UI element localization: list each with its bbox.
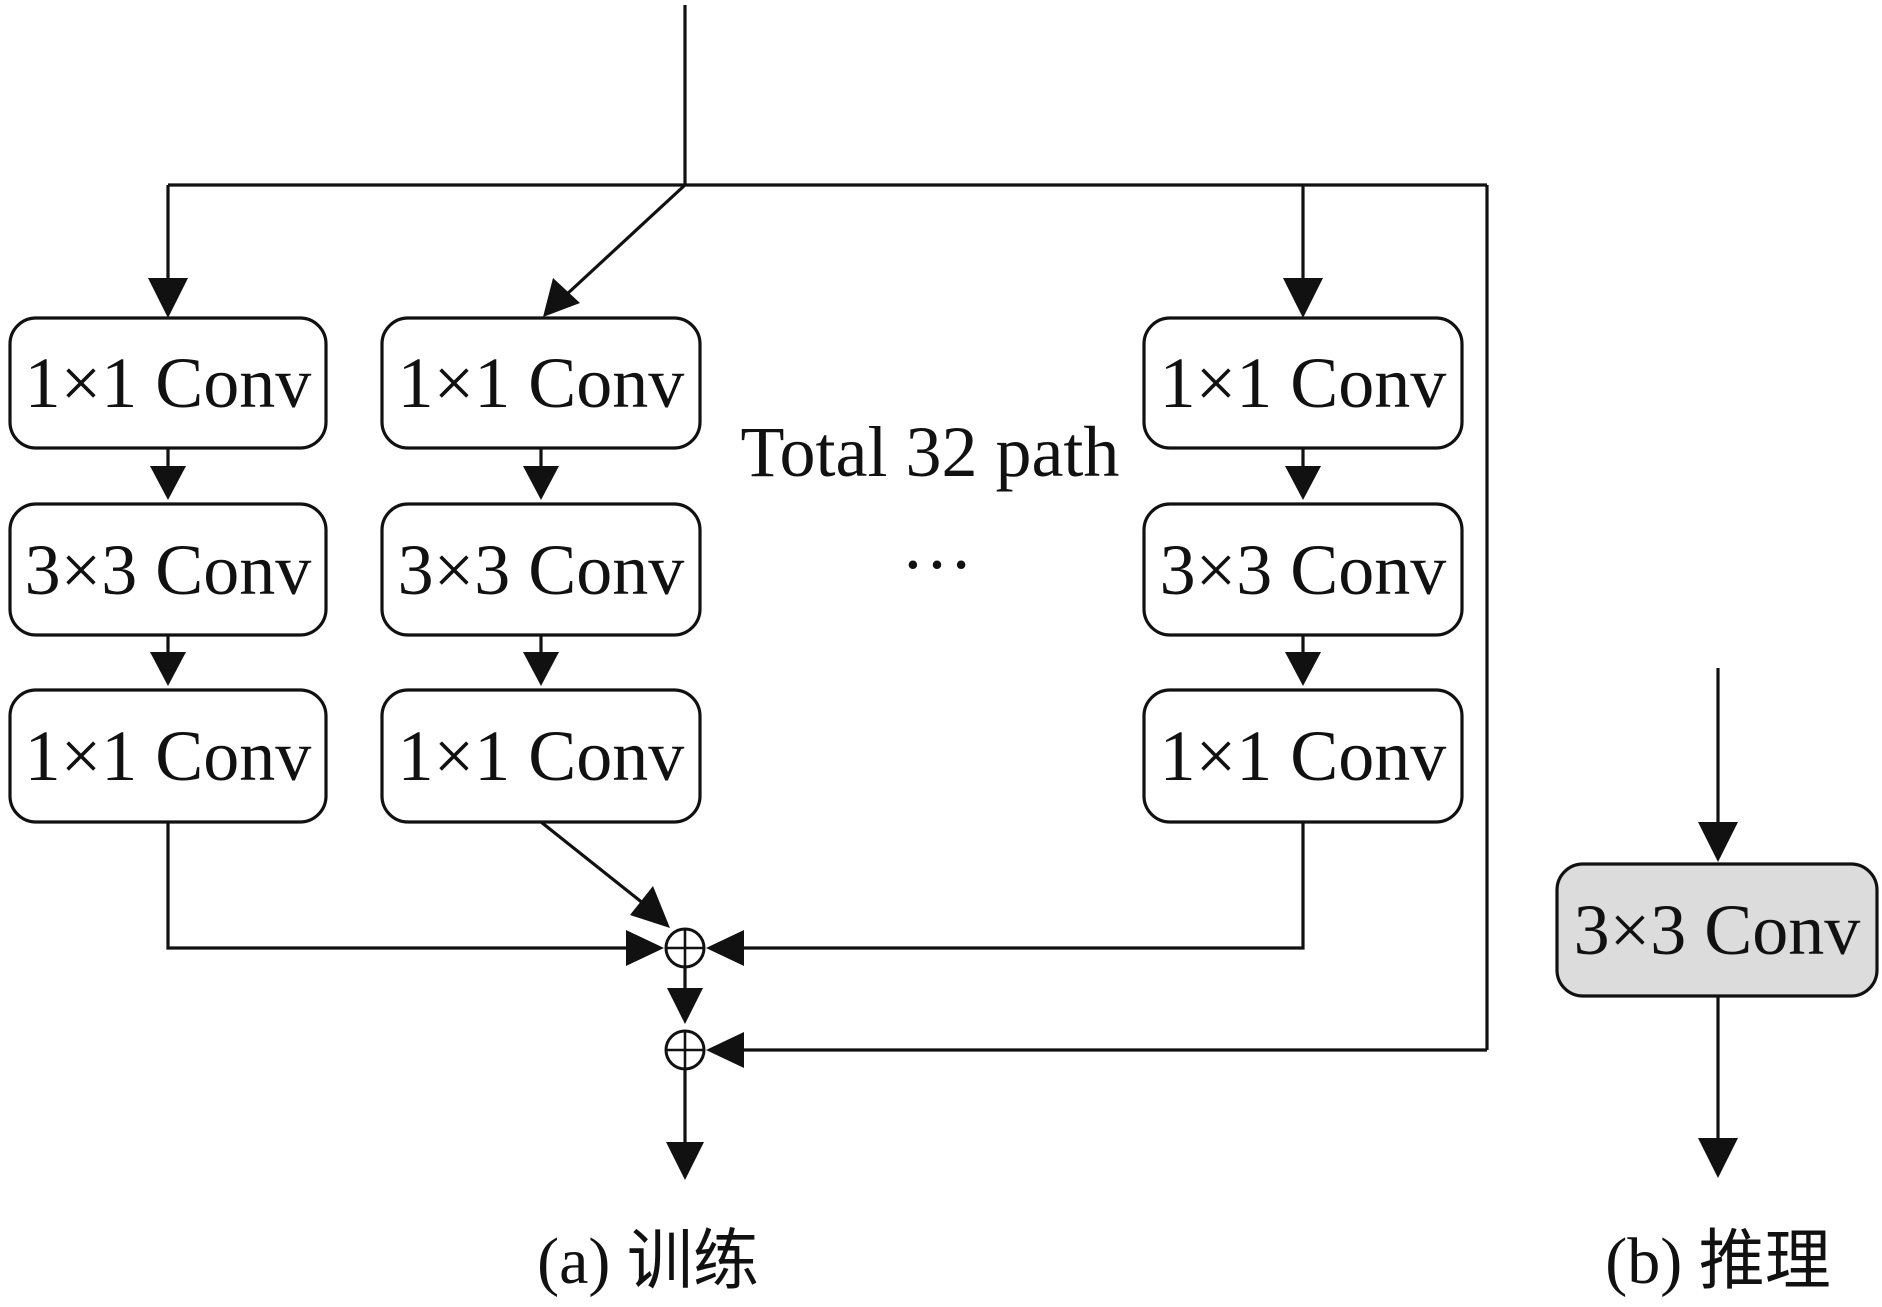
- branch-column-1: 1×1 Conv 3×3 Conv 1×1 Conv: [8, 316, 328, 824]
- conv-block-label: 1×1 Conv: [25, 716, 312, 796]
- paths-note: Total 32 path: [741, 412, 1120, 492]
- training-wiring: [148, 5, 1489, 1180]
- sum-node-identity: [664, 1029, 706, 1071]
- conv-block-inference: 3×3 Conv: [1555, 862, 1879, 998]
- conv-block-label: 3×3 Conv: [1574, 890, 1861, 970]
- conv-block-label: 3×3 Conv: [25, 530, 312, 610]
- caption-inference: (b) 推理: [1605, 1225, 1830, 1298]
- conv-block: 1×1 Conv: [1142, 688, 1464, 824]
- conv-block-label: 1×1 Conv: [1160, 343, 1447, 423]
- branch-column-2: 1×1 Conv 3×3 Conv 1×1 Conv: [380, 316, 702, 824]
- conv-block: 1×1 Conv: [8, 688, 328, 824]
- conv-block-label: 1×1 Conv: [25, 343, 312, 423]
- ellipsis: …: [901, 504, 973, 584]
- conv-block: 3×3 Conv: [380, 502, 702, 637]
- conv-block: 3×3 Conv: [8, 502, 328, 637]
- conv-block: 3×3 Conv: [1142, 502, 1464, 637]
- conv-block: 1×1 Conv: [380, 316, 702, 450]
- conv-block: 1×1 Conv: [380, 688, 702, 824]
- branch-column-3: 1×1 Conv 3×3 Conv 1×1 Conv: [1142, 316, 1464, 824]
- caption-training: (a) 训练: [537, 1225, 759, 1298]
- conv-block-label: 1×1 Conv: [398, 343, 685, 423]
- conv-block-label: 3×3 Conv: [398, 530, 685, 610]
- conv-block-label: 1×1 Conv: [398, 716, 685, 796]
- conv-block: 1×1 Conv: [8, 316, 328, 450]
- sum-node-branches: [664, 927, 706, 969]
- inference-diagram: 3×3 Conv: [1555, 668, 1879, 1178]
- conv-block: 1×1 Conv: [1142, 316, 1464, 450]
- conv-block-label: 1×1 Conv: [1160, 716, 1447, 796]
- conv-block-label: 3×3 Conv: [1160, 530, 1447, 610]
